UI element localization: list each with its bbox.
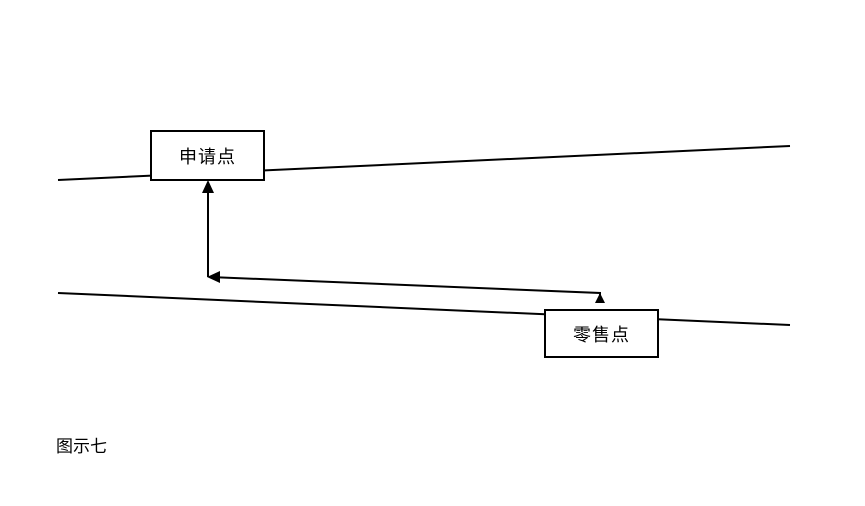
- retail-point-box: 零售点: [544, 309, 659, 358]
- retail-point-label: 零售点: [573, 324, 630, 346]
- connector-path: [209, 276, 601, 303]
- application-point-label: 申请点: [179, 146, 236, 168]
- figure-caption: 图示七: [56, 437, 107, 457]
- arrowhead-small-up-icon: [595, 293, 605, 303]
- application-point-box: 申请点: [150, 130, 265, 181]
- lower-line: [57, 292, 791, 326]
- arrowhead-up-icon: [202, 180, 214, 193]
- arrowhead-left-icon: [207, 271, 220, 283]
